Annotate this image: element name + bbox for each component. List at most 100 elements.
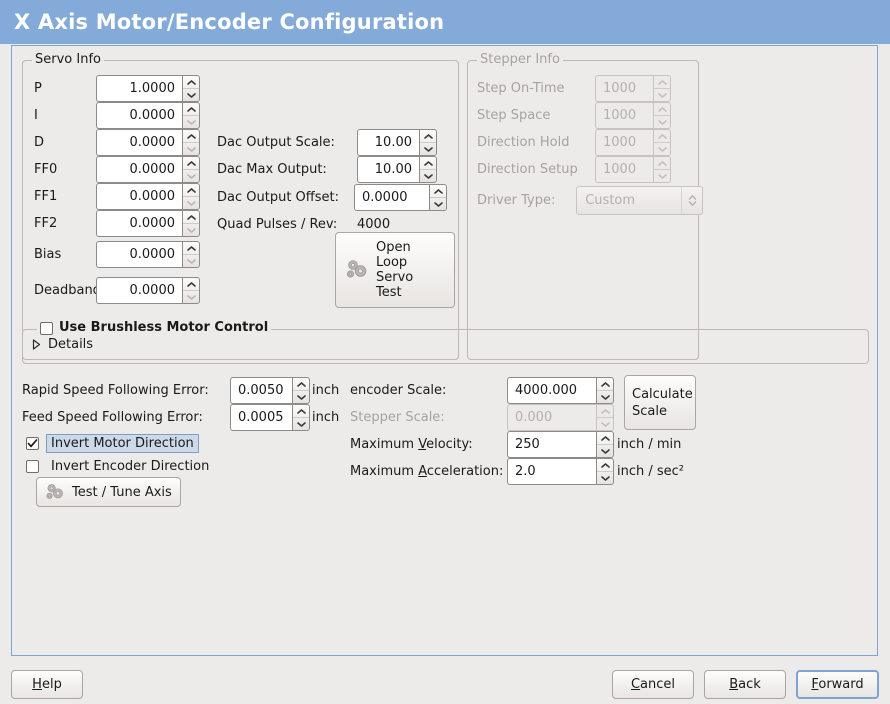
dac-max-output-spin[interactable]: 10.00 bbox=[357, 156, 437, 183]
spin-down-button[interactable] bbox=[183, 115, 199, 128]
spin-down-button[interactable] bbox=[597, 390, 613, 403]
encoder-scale-label: encoder Scale: bbox=[350, 383, 447, 398]
use-brushless-motor-control-checkbox[interactable]: Use Brushless Motor Control bbox=[37, 321, 272, 335]
spin-up-button[interactable] bbox=[183, 76, 199, 88]
maximum-acceleration-spin[interactable]: 2.0 bbox=[507, 458, 614, 485]
spin-buttons[interactable] bbox=[596, 458, 614, 485]
servo-spin-p[interactable]: 1.0000 bbox=[96, 75, 200, 102]
invert-motor-direction-checkbox[interactable]: Invert Motor Direction bbox=[26, 433, 199, 453]
spin-up-button[interactable] bbox=[420, 157, 436, 169]
servo-input-p[interactable]: 1.0000 bbox=[96, 75, 182, 102]
servo-spin-ff0[interactable]: 0.0000 bbox=[96, 156, 200, 183]
servo-spin-buttons-ff0[interactable] bbox=[182, 156, 200, 183]
cancel-button[interactable]: Cancel bbox=[612, 670, 694, 699]
invert-encoder-direction-checkbox[interactable]: Invert Encoder Direction bbox=[26, 456, 209, 476]
stepper-label-direction-setup: Direction Setup bbox=[477, 162, 578, 177]
spin-buttons[interactable] bbox=[596, 377, 614, 404]
dac-output-offset-spin[interactable]: 0.0000 bbox=[354, 184, 447, 211]
servo-input-deadband[interactable]: 0.0000 bbox=[96, 277, 182, 304]
servo-spin-d[interactable]: 0.0000 bbox=[96, 129, 200, 156]
spin-down-button[interactable] bbox=[293, 390, 309, 403]
checkbox-box[interactable] bbox=[26, 436, 39, 450]
feed-following-error-input[interactable]: 0.0005 bbox=[230, 404, 292, 431]
servo-spin-buttons-ff2[interactable] bbox=[182, 210, 200, 237]
spin-up-button[interactable] bbox=[183, 103, 199, 115]
spin-down-button[interactable] bbox=[183, 223, 199, 236]
servo-spin-buttons-d[interactable] bbox=[182, 129, 200, 156]
servo-input-ff2[interactable]: 0.0000 bbox=[96, 210, 182, 237]
servo-input-i[interactable]: 0.0000 bbox=[96, 102, 182, 129]
maximum-velocity-spin[interactable]: 250 bbox=[507, 431, 614, 458]
spin-up-button[interactable] bbox=[183, 278, 199, 290]
spin-down-button[interactable] bbox=[420, 142, 436, 155]
spin-buttons[interactable] bbox=[292, 377, 310, 404]
spin-down-button[interactable] bbox=[183, 142, 199, 155]
spin-up-button[interactable] bbox=[183, 130, 199, 142]
dac-max-output-input[interactable]: 10.00 bbox=[357, 156, 419, 183]
rapid-following-error-spin[interactable]: 0.0050 bbox=[230, 377, 310, 404]
spin-down-button[interactable] bbox=[183, 254, 199, 267]
encoder-scale-input[interactable]: 4000.000 bbox=[507, 377, 596, 404]
spin-down-button[interactable] bbox=[597, 444, 613, 457]
back-button[interactable]: Back bbox=[704, 670, 786, 699]
servo-spin-deadband[interactable]: 0.0000 bbox=[96, 277, 200, 304]
spin-down-button[interactable] bbox=[420, 169, 436, 182]
servo-spin-buttons-bias[interactable] bbox=[182, 241, 200, 268]
servo-label-bias: Bias bbox=[34, 247, 62, 262]
spin-up-button[interactable] bbox=[183, 184, 199, 196]
spin-up-button[interactable] bbox=[597, 432, 613, 444]
spin-down-button bbox=[654, 115, 670, 128]
test-tune-axis-button[interactable]: Test / Tune Axis bbox=[36, 477, 181, 507]
spin-buttons[interactable] bbox=[419, 156, 437, 183]
spin-buttons[interactable] bbox=[292, 404, 310, 431]
servo-input-bias[interactable]: 0.0000 bbox=[96, 241, 182, 268]
servo-input-d[interactable]: 0.0000 bbox=[96, 129, 182, 156]
servo-spin-i[interactable]: 0.0000 bbox=[96, 102, 200, 129]
spin-down-button[interactable] bbox=[293, 417, 309, 430]
spin-up-button[interactable] bbox=[420, 130, 436, 142]
spin-buttons[interactable] bbox=[596, 431, 614, 458]
checkbox-box[interactable] bbox=[40, 321, 53, 335]
dac-output-offset-input[interactable]: 0.0000 bbox=[354, 184, 429, 211]
dac-output-scale-input[interactable]: 10.00 bbox=[357, 129, 419, 156]
calculate-scale-button[interactable]: Calculate Scale bbox=[624, 375, 696, 430]
spin-up-button[interactable] bbox=[430, 185, 446, 197]
servo-spin-buttons-deadband[interactable] bbox=[182, 277, 200, 304]
maximum-acceleration-input[interactable]: 2.0 bbox=[507, 458, 596, 485]
help-button[interactable]: Help bbox=[11, 670, 83, 699]
servo-spin-buttons-i[interactable] bbox=[182, 102, 200, 129]
spin-buttons[interactable] bbox=[429, 184, 447, 211]
encoder-scale-spin[interactable]: 4000.000 bbox=[507, 377, 614, 404]
maximum-velocity-input[interactable]: 250 bbox=[507, 431, 596, 458]
servo-spin-bias[interactable]: 0.0000 bbox=[96, 241, 200, 268]
checkbox-box[interactable] bbox=[26, 459, 39, 473]
servo-spin-buttons-p[interactable] bbox=[182, 75, 200, 102]
driver-type-select[interactable]: Custom bbox=[576, 186, 703, 215]
spin-down-button[interactable] bbox=[597, 471, 613, 484]
spin-down-button[interactable] bbox=[430, 197, 446, 210]
spin-down-button[interactable] bbox=[183, 290, 199, 303]
forward-button[interactable]: Forward bbox=[796, 670, 879, 699]
spin-up-button[interactable] bbox=[293, 378, 309, 390]
spin-down-button[interactable] bbox=[183, 88, 199, 101]
servo-spin-ff1[interactable]: 0.0000 bbox=[96, 183, 200, 210]
spin-buttons[interactable] bbox=[419, 129, 437, 156]
servo-input-ff1[interactable]: 0.0000 bbox=[96, 183, 182, 210]
spin-up-button[interactable] bbox=[183, 211, 199, 223]
spin-up-button[interactable] bbox=[183, 242, 199, 254]
dac-output-scale-spin[interactable]: 10.00 bbox=[357, 129, 437, 156]
feed-following-error-label: Feed Speed Following Error: bbox=[22, 410, 203, 425]
rapid-following-error-input[interactable]: 0.0050 bbox=[230, 377, 292, 404]
servo-spin-buttons-ff1[interactable] bbox=[182, 183, 200, 210]
open-loop-servo-test-button[interactable]: Open Loop Servo Test bbox=[335, 232, 455, 308]
spin-up-button[interactable] bbox=[183, 157, 199, 169]
spin-down-button[interactable] bbox=[183, 196, 199, 209]
servo-spin-ff2[interactable]: 0.0000 bbox=[96, 210, 200, 237]
feed-following-error-spin[interactable]: 0.0005 bbox=[230, 404, 310, 431]
spin-up-button[interactable] bbox=[597, 459, 613, 471]
details-expander[interactable]: Details bbox=[32, 337, 93, 352]
spin-up-button[interactable] bbox=[597, 378, 613, 390]
spin-up-button[interactable] bbox=[293, 405, 309, 417]
spin-down-button[interactable] bbox=[183, 169, 199, 182]
servo-input-ff0[interactable]: 0.0000 bbox=[96, 156, 182, 183]
